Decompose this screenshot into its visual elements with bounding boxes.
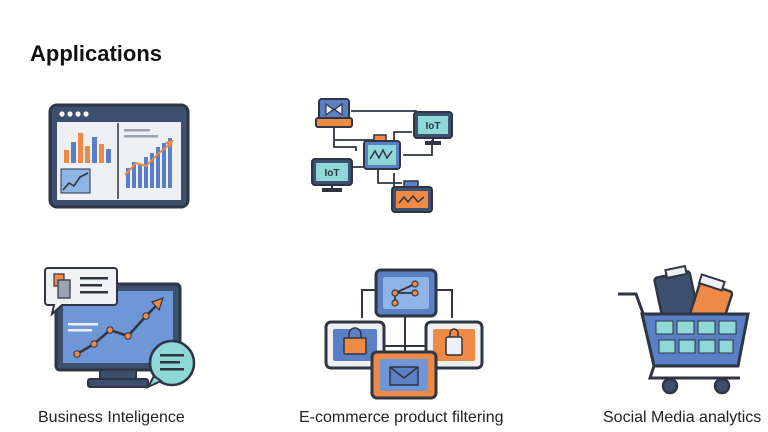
page-title: Applications <box>30 41 163 66</box>
iot-label-bottom: IoT <box>325 168 340 179</box>
iot-label-top: IoT <box>426 121 441 132</box>
business-intelligence-icon <box>44 267 196 390</box>
dashboard-charts-icon <box>48 103 190 209</box>
caption-social-media: Social Media analytics <box>603 409 762 426</box>
shopping-cart-icon <box>618 264 750 395</box>
iot-network-icon: IoT IoT <box>311 98 453 213</box>
product-filter-network-icon <box>324 268 484 400</box>
caption-business-intelligence: Business Inteligence <box>38 409 185 426</box>
caption-ecommerce: E-commerce product filtering <box>299 409 504 426</box>
